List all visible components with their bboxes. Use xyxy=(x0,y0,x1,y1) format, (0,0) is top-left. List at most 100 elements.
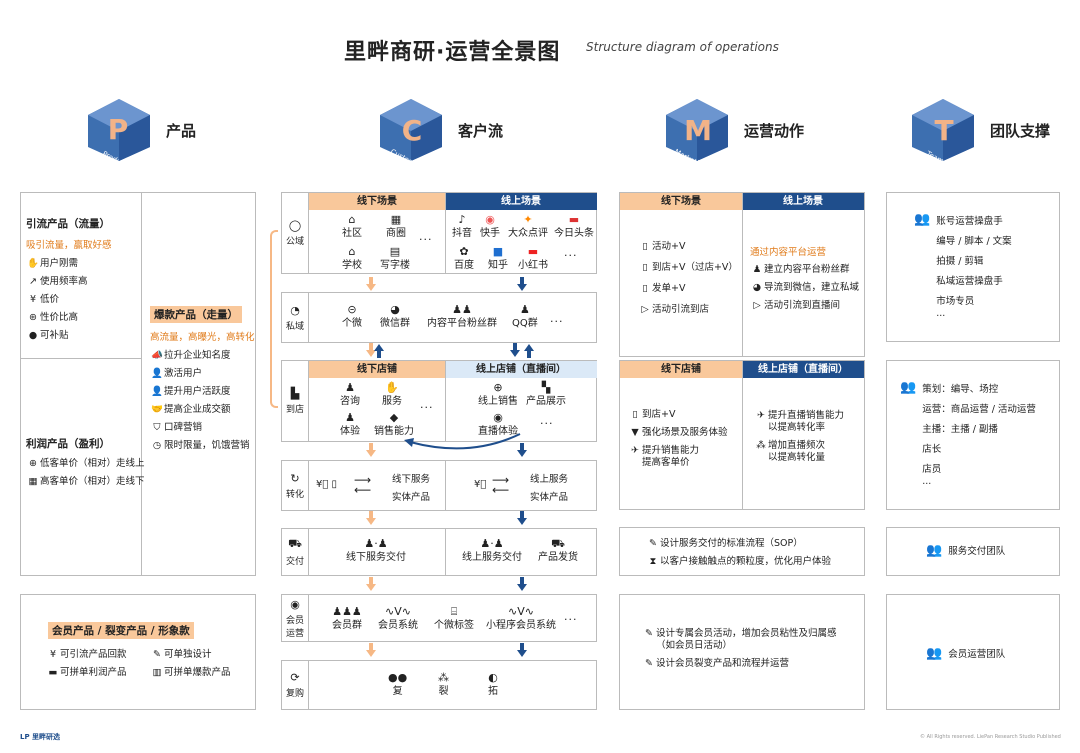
hot-product-title: 爆款产品（走量） xyxy=(150,306,242,323)
list-item: 拉升企业知名度 xyxy=(164,350,231,361)
user-icon: 👤 xyxy=(151,368,163,379)
flow-arrow xyxy=(366,343,376,357)
mall-icon: ▦ xyxy=(390,213,402,226)
pen-icon: ✎ xyxy=(645,628,653,639)
team-role: 市场专员 xyxy=(936,296,975,307)
list-item: 提升销售能力 提高客单价 xyxy=(642,445,700,468)
user-up-icon: 👤 xyxy=(151,386,163,397)
phone-icon: ▯ xyxy=(642,241,648,252)
flow-arrow-up xyxy=(524,344,534,358)
percent-icon: ⊛ xyxy=(29,312,37,323)
member-group-icon: ♟♟♟ xyxy=(332,605,362,618)
list-item: 低价 xyxy=(40,294,60,305)
store-item: 服务 xyxy=(382,396,402,407)
more-ellipsis: ··· xyxy=(550,315,564,328)
private-domain-label: ◔私域 xyxy=(282,293,309,342)
public-domain-label: ◯公域 xyxy=(282,193,309,273)
conversion-label: ↻转化 xyxy=(282,461,309,510)
team-role: 编导 / 脚本 / 文案 xyxy=(936,236,1012,247)
list-item: 可单独设计 xyxy=(164,649,212,660)
member-product-box xyxy=(20,594,256,710)
list-item: 活动引流到直播间 xyxy=(764,300,841,311)
list-item: 设计服务交付的标准流程（SOP） xyxy=(660,538,803,549)
flow-arrow xyxy=(517,577,527,591)
toutiao-icon: ▬ xyxy=(568,213,580,226)
content-platform-tag: 通过内容平台运营 xyxy=(750,247,827,258)
people-icon: ♟·♟ xyxy=(480,537,504,550)
place-item: 学校 xyxy=(342,260,362,271)
list-item: 发单+V xyxy=(652,283,686,294)
globe-icon: ⊕ xyxy=(29,458,37,469)
deliver-item: 线下服务交付 xyxy=(346,552,406,563)
flow-arrow xyxy=(517,643,527,657)
team-role: 主播：主播 / 副播 xyxy=(922,424,998,435)
place-item: 快手 xyxy=(480,228,500,239)
team-icon: 👥 xyxy=(926,543,943,558)
profit-product-title: 利润产品（盈利） xyxy=(26,438,110,450)
store-item: 体验 xyxy=(340,426,360,437)
marketing-delivery-box xyxy=(619,527,865,576)
list-item: 设计专属会员活动，增加会员粘性及归属感 （如会员日活动） xyxy=(656,628,837,651)
member-item: 会员群 xyxy=(332,620,362,631)
team-role: ··· xyxy=(922,479,932,490)
list-item: 口碑营销 xyxy=(164,422,203,433)
team-icon: 👥 xyxy=(914,212,931,227)
member-ops-label: ◉会员运营 xyxy=(282,595,309,641)
team-role: ··· xyxy=(936,311,946,322)
eye-icon: ◉ xyxy=(493,411,503,424)
place-item: 商圈 xyxy=(386,228,406,239)
yuan-icon: ¥ xyxy=(29,294,37,305)
list-item: 活动+V xyxy=(652,241,686,252)
xiaohongshu-icon: ▬ xyxy=(527,245,539,258)
delivery-label: ⛟交付 xyxy=(282,529,309,575)
flow-arrow xyxy=(517,443,527,457)
clock-icon: ◷ xyxy=(152,440,162,451)
team-role: 账号运营操盘手 xyxy=(936,216,1003,227)
list-item: 提升用户活跃度 xyxy=(164,386,231,397)
member-item: 会员系统 xyxy=(378,620,418,631)
hourglass-icon: ⧗ xyxy=(649,556,657,567)
repurchase-label: ⟳复购 xyxy=(282,661,309,709)
team-role: 私域运营操盘手 xyxy=(936,276,1003,287)
service-icon: ✋ xyxy=(385,381,399,394)
svg-text:M: M xyxy=(684,114,712,147)
member-icon: ◉ xyxy=(290,597,300,611)
sales-icon: ◆ xyxy=(389,411,399,424)
pen-icon: ✎ xyxy=(645,658,653,669)
list-item: 使用频率高 xyxy=(40,276,88,287)
phone-icon: ▯ xyxy=(642,262,648,273)
mkt-offline-store-header: 线下店铺 xyxy=(620,361,742,378)
school-icon: ⌂ xyxy=(348,245,356,258)
list-item: 以客户接触触点的颗粒度，优化用户体验 xyxy=(660,556,832,567)
wechat-group-icon: ◕ xyxy=(390,303,400,316)
repurchase-row: ⟳复购 ●●复 ⁂裂 ◐拓 xyxy=(281,660,597,710)
offline-scene-header: 线下场景 xyxy=(309,193,445,210)
fans-group-icon: ♟♟ xyxy=(452,303,472,316)
list-item: 可拼单利润产品 xyxy=(60,667,127,678)
store-item: 咨询 xyxy=(340,396,360,407)
pen-icon: ✎ xyxy=(649,538,657,549)
list-item: 提升直播销售能力 以提高转化率 xyxy=(768,410,845,433)
people-icon: ♟·♟ xyxy=(364,537,388,550)
list-item: 到店+V xyxy=(642,409,676,420)
offline-store-header: 线下店铺 xyxy=(309,361,445,378)
network-icon: ⁂ xyxy=(756,440,766,451)
community-icon: ⌂ xyxy=(348,213,356,226)
list-item: 可引流产品回款 xyxy=(60,649,127,660)
payment-icon: ¥⃝ ▯ xyxy=(316,479,338,490)
hot-product: 爆款产品（走量） 高流量，高曝光，高转化 📣拉升企业知名度 👤激活用户 👤提升用… xyxy=(150,306,255,455)
team-box-4 xyxy=(886,594,1060,710)
wechat-icon: ◕ xyxy=(752,282,762,293)
flow-arrow-up xyxy=(374,344,384,358)
curve-arrow xyxy=(404,433,521,450)
consult-icon: ♟ xyxy=(345,381,355,394)
flow-arrow xyxy=(366,277,376,291)
private-item: 微信群 xyxy=(380,318,410,329)
member-item: 个微标签 xyxy=(434,620,474,631)
svg-text:C: C xyxy=(402,114,423,147)
play-icon: ▷ xyxy=(753,300,761,311)
pen-icon: ✎ xyxy=(153,649,161,660)
